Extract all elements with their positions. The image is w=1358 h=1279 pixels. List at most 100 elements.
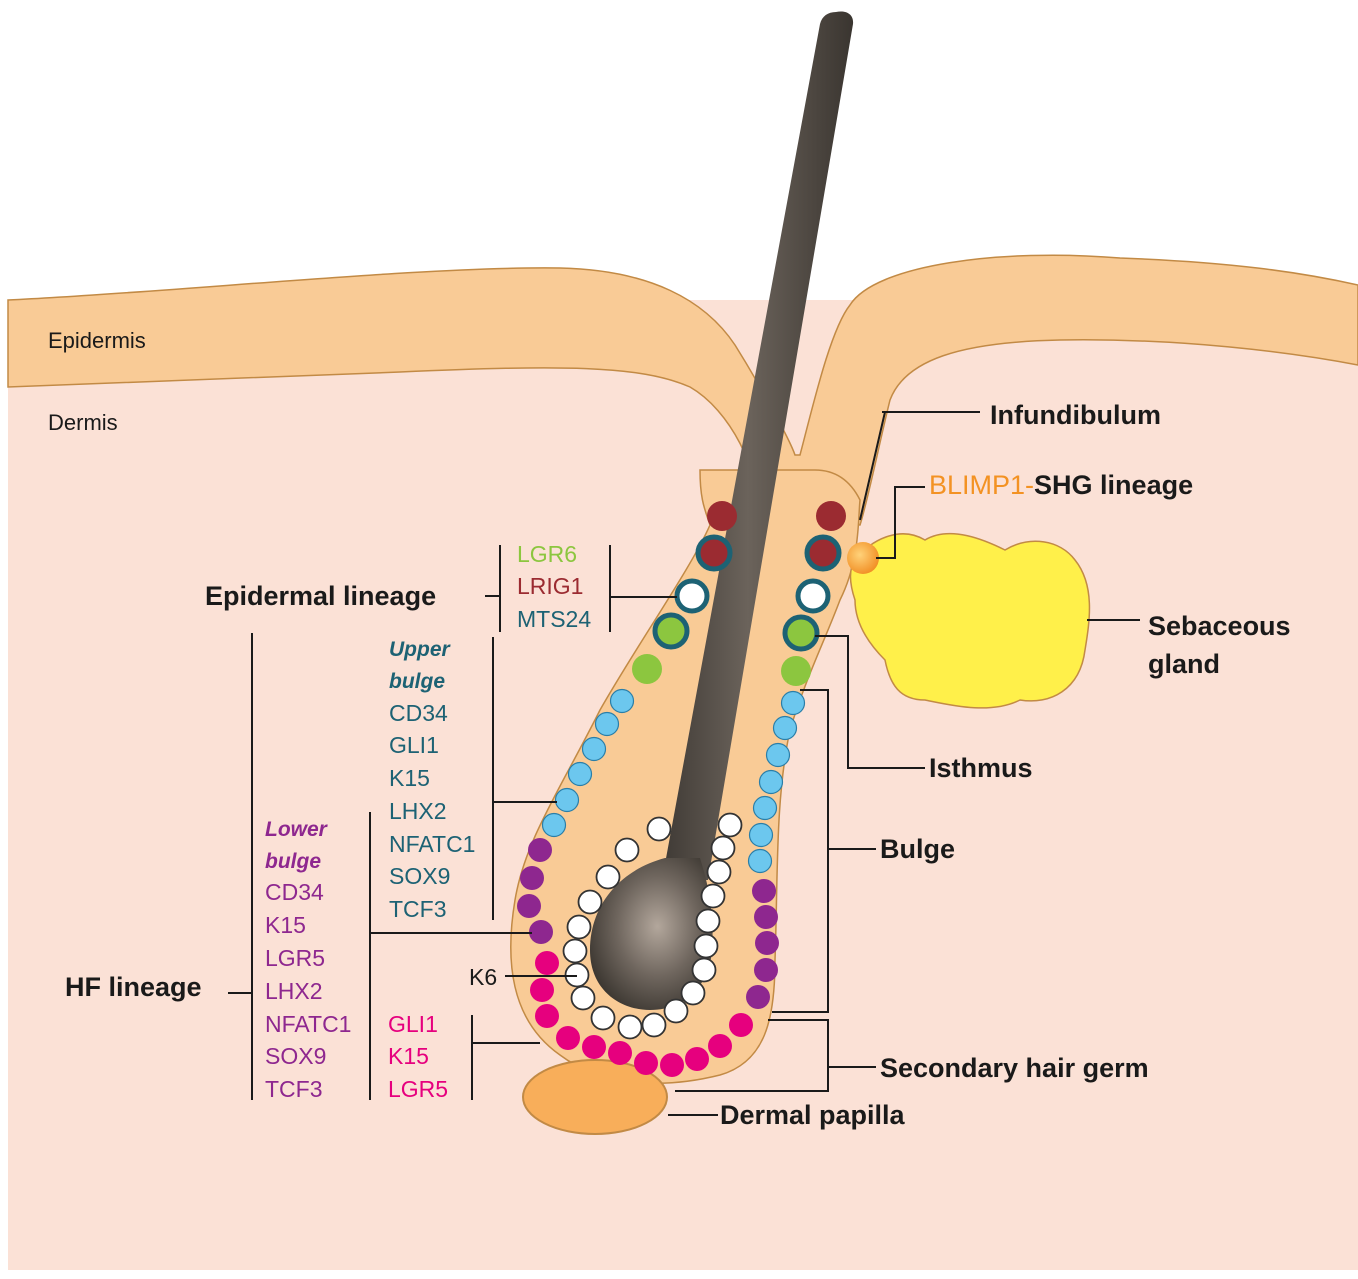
lower-bulge-cell	[520, 866, 544, 890]
germ-marker-k15: K15	[388, 1043, 429, 1069]
upper-marker-nfatc1: NFATC1	[389, 831, 475, 857]
k6-cell	[568, 916, 591, 939]
upper-bulge-cell	[543, 814, 566, 837]
marker-lgr6: LGR6	[517, 541, 577, 567]
lower-bulge-cell	[528, 838, 552, 862]
hair-germ-cell	[582, 1035, 606, 1059]
hair-germ-cell	[634, 1051, 658, 1075]
lower-marker-k15: K15	[265, 912, 306, 938]
k6-cell	[597, 866, 620, 889]
k6-cell	[719, 814, 742, 837]
upper-bulge-title-line1: Upper	[389, 638, 452, 661]
upper-marker-sox9: SOX9	[389, 863, 450, 889]
mts24-cell	[677, 581, 707, 611]
k6-cell	[702, 885, 725, 908]
hair-germ-cell	[608, 1041, 632, 1065]
k6-cell	[682, 982, 705, 1005]
lrig1-mts24-cell	[698, 537, 730, 569]
lower-marker-lhx2: LHX2	[265, 978, 323, 1004]
upper-marker-k15: K15	[389, 765, 430, 791]
k6-cell	[708, 861, 731, 884]
hair-germ-cell	[530, 978, 554, 1002]
k6-cell	[572, 987, 595, 1010]
k6-cell	[693, 959, 716, 982]
marker-mts24: MTS24	[517, 606, 591, 632]
upper-bulge-cell	[760, 771, 783, 794]
germ-marker-gli1: GLI1	[388, 1011, 438, 1037]
k6-label: K6	[469, 964, 497, 990]
upper-bulge-cell	[556, 789, 579, 812]
upper-bulge-cell	[754, 797, 777, 820]
lgr6-cell	[781, 656, 811, 686]
upper-bulge-cell	[767, 744, 790, 767]
blimp1-cell	[847, 542, 879, 574]
upper-bulge-cell	[583, 738, 606, 761]
lgr6-cell	[632, 654, 662, 684]
k6-cell	[648, 818, 671, 841]
shg-lineage-label: BLIMP1-SHG lineage	[929, 470, 1193, 500]
germ-marker-lgr5: LGR5	[388, 1076, 448, 1102]
shg-dash: -	[1025, 470, 1034, 500]
k6-cell	[592, 1007, 615, 1030]
lgr6-mts24-cell	[785, 617, 817, 649]
blimp1-marker: BLIMP1	[929, 470, 1025, 500]
k6-cell	[579, 891, 602, 914]
sebaceous-label-line2: gland	[1148, 649, 1220, 679]
lower-bulge-cell	[754, 958, 778, 982]
hair-germ-cell	[535, 951, 559, 975]
k6-cell	[697, 910, 720, 933]
upper-marker-gli1: GLI1	[389, 732, 439, 758]
lower-bulge-cell	[752, 879, 776, 903]
hf-lineage-label: HF lineage	[65, 972, 202, 1002]
lower-bulge-title-line1: Lower	[265, 818, 329, 841]
lower-bulge-cell	[529, 920, 553, 944]
upper-bulge-title-line2: bulge	[389, 670, 445, 693]
sebaceous-label-line1: Sebaceous	[1148, 611, 1291, 641]
hair-germ-cell	[729, 1013, 753, 1037]
hair-germ-cell	[556, 1026, 580, 1050]
upper-marker-tcf3: TCF3	[389, 896, 447, 922]
k6-cell	[643, 1014, 666, 1037]
lower-marker-lgr5: LGR5	[265, 945, 325, 971]
upper-bulge-cell	[749, 850, 772, 873]
hair-germ-cell	[660, 1053, 684, 1077]
upper-bulge-cell	[782, 692, 805, 715]
lower-marker-nfatc1: NFATC1	[265, 1011, 351, 1037]
lower-bulge-cell	[755, 931, 779, 955]
k6-cell	[712, 837, 735, 860]
mts24-cell	[798, 581, 828, 611]
k6-cell	[619, 1016, 642, 1039]
lower-bulge-cell	[754, 905, 778, 929]
infundibulum-label: Infundibulum	[990, 400, 1161, 430]
isthmus-label: Isthmus	[929, 753, 1033, 783]
hair-germ-cell	[535, 1004, 559, 1028]
k6-cell	[564, 940, 587, 963]
shg-lineage-text: SHG lineage	[1034, 470, 1193, 500]
bulge-label: Bulge	[880, 834, 955, 864]
hair-germ-cell	[685, 1047, 709, 1071]
upper-bulge-cell	[569, 763, 592, 786]
upper-marker-lhx2: LHX2	[389, 798, 447, 824]
lower-bulge-cell	[517, 894, 541, 918]
epidermis-label: Epidermis	[48, 328, 146, 353]
lower-bulge-cell	[746, 985, 770, 1009]
dermal-papilla-label: Dermal papilla	[720, 1100, 906, 1130]
lower-bulge-title-line2: bulge	[265, 850, 321, 873]
upper-bulge-cell	[750, 824, 773, 847]
secondary-hair-germ-label: Secondary hair germ	[880, 1053, 1149, 1083]
hair-germ-cell	[708, 1034, 732, 1058]
lrig1-mts24-cell	[807, 537, 839, 569]
dermis-label: Dermis	[48, 410, 118, 435]
marker-lrig1: LRIG1	[517, 573, 583, 599]
lower-marker-tcf3: TCF3	[265, 1076, 323, 1102]
lrig1-cell	[707, 501, 737, 531]
upper-marker-cd34: CD34	[389, 700, 448, 726]
epidermal-lineage-label: Epidermal lineage	[205, 581, 436, 611]
lower-marker-sox9: SOX9	[265, 1043, 326, 1069]
k6-cell	[695, 935, 718, 958]
k6-cell	[616, 839, 639, 862]
lower-marker-cd34: CD34	[265, 879, 324, 905]
upper-bulge-cell	[596, 713, 619, 736]
k6-cell	[665, 1000, 688, 1023]
